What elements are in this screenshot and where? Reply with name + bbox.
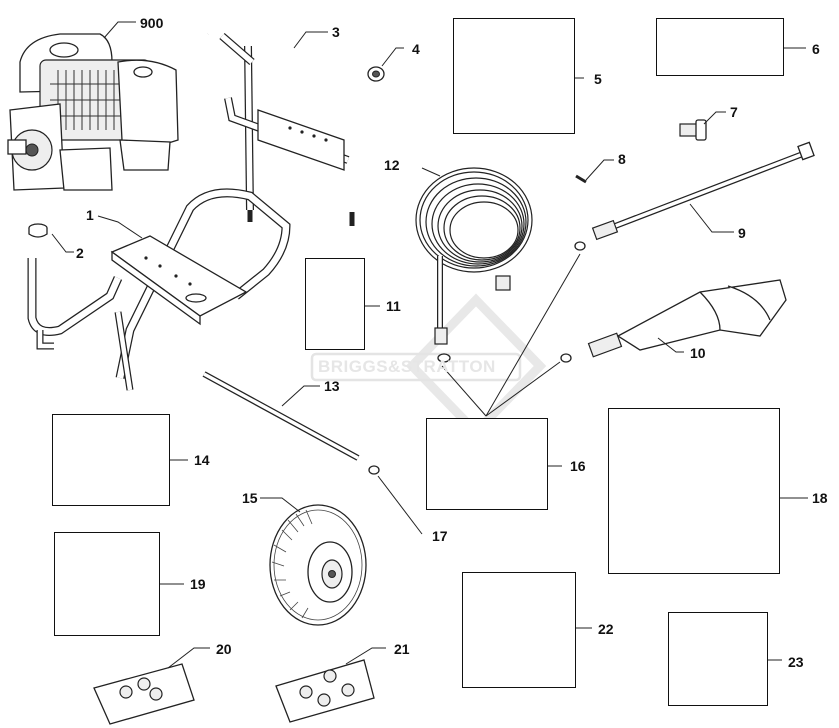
callout-23: 23: [788, 654, 804, 670]
kit-box-22: [462, 572, 576, 688]
callout-3: 3: [332, 24, 340, 40]
callout-22: 22: [598, 621, 614, 637]
bag-20-icon: [93, 663, 195, 725]
callout-18: 18: [812, 490, 828, 506]
pin-icon: [575, 174, 587, 184]
engine-icon: [7, 33, 179, 191]
kit-box-14: [52, 414, 170, 506]
handle-icon: [206, 24, 355, 226]
kit-box-16: [426, 418, 548, 510]
callout-19: 19: [190, 576, 206, 592]
washer-icon: [368, 465, 380, 475]
grommet-icon: [367, 66, 385, 82]
callout-17: 17: [432, 528, 448, 544]
leader-lines: [51, 21, 808, 669]
fitting-icon: [679, 119, 707, 141]
kit-box-18: [608, 408, 780, 574]
kit-box-11: [305, 258, 365, 350]
cap-icon: [28, 223, 48, 238]
callout-900: 900: [140, 15, 164, 31]
kit-box-6: [656, 18, 784, 76]
callout-14: 14: [194, 452, 210, 468]
frame-icon: [27, 188, 291, 391]
callout-21: 21: [394, 641, 410, 657]
callout-20: 20: [216, 641, 232, 657]
hose-icon: [415, 167, 533, 363]
callout-10: 10: [690, 345, 706, 361]
kit-box-23: [668, 612, 768, 706]
wand-icon: [574, 141, 815, 251]
callout-15: 15: [242, 490, 258, 506]
callout-12: 12: [384, 157, 400, 173]
wheel-icon: [269, 504, 367, 626]
bag-21-icon: [275, 659, 375, 723]
callout-16: 16: [570, 458, 586, 474]
callout-5: 5: [594, 71, 602, 87]
callout-11: 11: [386, 298, 401, 314]
kit-box-5: [453, 18, 575, 134]
axle-icon: [202, 371, 360, 461]
callout-4: 4: [412, 41, 420, 57]
callout-1: 1: [86, 207, 94, 223]
callout-8: 8: [618, 151, 626, 167]
callout-13: 13: [324, 378, 340, 394]
callout-9: 9: [738, 225, 746, 241]
spray-gun-icon: [560, 279, 787, 363]
kit-box-19: [54, 532, 160, 636]
callout-7: 7: [730, 104, 738, 120]
callout-2: 2: [76, 245, 84, 261]
watermark-text: BRIGGS&STRATTON: [318, 357, 496, 376]
callout-6: 6: [812, 41, 820, 57]
